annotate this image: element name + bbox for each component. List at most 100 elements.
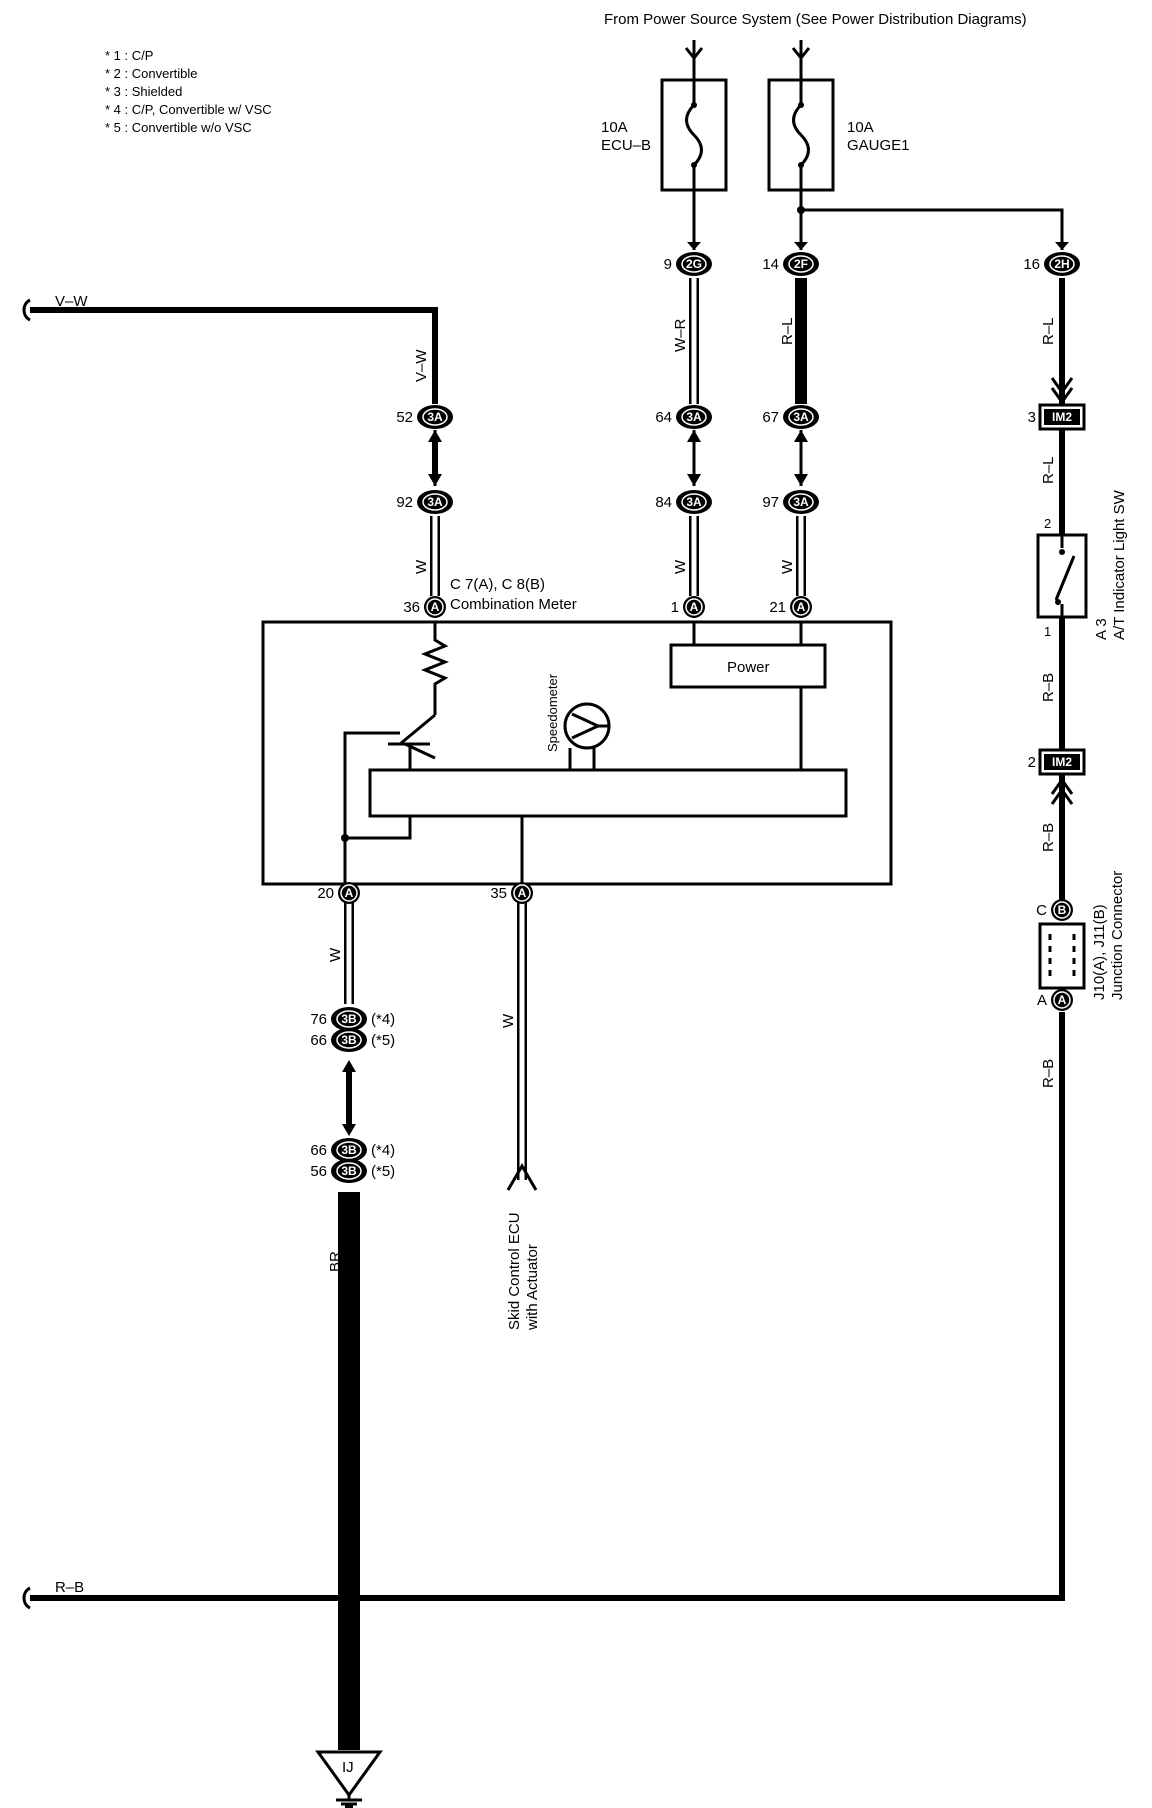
connector-code: A (690, 600, 699, 614)
fuse-ecu-b: 10A ECU–B (601, 78, 728, 192)
connector-pin: 66 (310, 1142, 327, 1159)
connector-code: 2G (686, 257, 702, 271)
connector-pin: 3 (1028, 409, 1036, 426)
wire-label-w-1: W (413, 559, 430, 574)
connector-code: A (797, 600, 806, 614)
connector-pin: 36 (403, 599, 420, 616)
connector-inner (336, 1010, 362, 1028)
connector-inner (1044, 409, 1080, 425)
wire-label-r-b-2: R–B (1040, 823, 1057, 852)
wire-ground-branch (315, 902, 383, 1808)
connector-pin: A (1037, 992, 1047, 1009)
connector-c3b-66b: 3B 66 (*4) (310, 1138, 395, 1162)
connector-im2-2: IM2 2 (1028, 748, 1086, 776)
connector-inner (422, 408, 448, 426)
connector-pin: C (1036, 902, 1047, 919)
connector-code: A (431, 600, 440, 614)
switch-name-label: A/T Indicator Light SW (1111, 489, 1128, 640)
at-indicator-switch: 2 1 A 3 A/T Indicator Light SW (1036, 489, 1128, 640)
connector-code: 3B (341, 1164, 357, 1178)
fuse-gauge1-amp: 10A (847, 119, 874, 136)
connector-pin: 56 (310, 1163, 327, 1180)
connector-pin: 14 (762, 256, 779, 273)
connector-pair-arrows (342, 242, 1069, 1136)
connector-inner (513, 884, 531, 902)
connector-pin: 16 (1023, 256, 1040, 273)
jc-id-label: J10(A), J11(B) (1091, 904, 1108, 1000)
connector-im2-3: IM2 3 (1028, 403, 1086, 431)
connector-code: 3A (686, 410, 702, 424)
notes-legend: * 1 : C/P * 2 : Convertible * 3 : Shield… (105, 48, 272, 135)
skid-ecu-label-1: Skid Control ECU (506, 1212, 523, 1330)
wire-label-w-5: W (500, 1013, 517, 1028)
connector-meter-21: A 21 (769, 596, 812, 618)
power-block-label: Power (727, 659, 770, 676)
connector-inner (788, 493, 814, 511)
wire-label-v-w-left: V–W (55, 293, 88, 310)
connector-inner (681, 493, 707, 511)
speedometer-label: Speedometer (545, 673, 560, 752)
wire-color-labels: V–W V–W W–R R–L R–L R–L W W W W W R–B R–… (55, 293, 1057, 1596)
wire-label-v-w-vert: V–W (413, 349, 430, 382)
power-input-arrows (684, 40, 811, 80)
skid-ecu-label-2: with Actuator (524, 1244, 541, 1331)
connector-code: A (518, 886, 527, 900)
wire-label-w-4: W (327, 947, 344, 962)
wire-label-w-2: W (672, 559, 689, 574)
connector-code: IM2 (1052, 410, 1072, 424)
meter-id-label: C 7(A), C 8(B) (450, 576, 545, 593)
note-4: * 4 : C/P, Convertible w/ VSC (105, 102, 272, 117)
wire-right-branch (22, 278, 1074, 1610)
connector-pin: 66 (310, 1032, 327, 1049)
wire-label-w-3: W (779, 559, 796, 574)
connector-pin: 1 (671, 599, 679, 616)
connector-code: 3B (341, 1143, 357, 1157)
connector-pin: 9 (664, 256, 672, 273)
connector-note: (*4) (371, 1142, 395, 1159)
connector-inner (426, 598, 444, 616)
connector-pin: 84 (655, 494, 672, 511)
connector-inner (681, 255, 707, 273)
connector-pin: 21 (769, 599, 786, 616)
power-source-label: From Power Source System (See Power Dist… (604, 11, 1027, 28)
connector-inner (336, 1031, 362, 1049)
fuse-ecu-b-amp: 10A (601, 119, 628, 136)
connector-meter-35: A35 (490, 882, 533, 904)
connector-pin: 2 (1028, 754, 1036, 771)
switch-pin-bottom: 1 (1044, 624, 1051, 639)
connector-inner (788, 255, 814, 273)
ground-code: IJ (342, 1759, 354, 1776)
connector-pin: 92 (396, 494, 413, 511)
wire-skid-branch: Skid Control ECU with Actuator (506, 902, 541, 1331)
wire-label-r-b-1: R–B (1040, 673, 1057, 702)
switch-id-label: A 3 (1093, 618, 1110, 640)
connector-inner (340, 884, 358, 902)
connector-inner (1049, 255, 1075, 273)
combination-meter: Power Speedometer C 7(A), C 8(B) Combina… (261, 576, 893, 886)
meter-name-label: Combination Meter (450, 596, 577, 613)
note-2: * 2 : Convertible (105, 66, 198, 81)
connector-c3a-84: 3A 84 (655, 490, 712, 514)
connector-c3b-56: 3B 56 (*5) (310, 1159, 395, 1183)
junction-connector: J10(A), J11(B) Junction Connector (1038, 871, 1126, 1000)
connector-inner (422, 493, 448, 511)
fuse-gauge1-name: GAUGE1 (847, 137, 910, 154)
connector-code: 3A (686, 495, 702, 509)
connector-code: 3A (793, 495, 809, 509)
connector-pin: 52 (396, 409, 413, 426)
fuse-gauge1: 10A GAUGE1 (767, 78, 910, 192)
connector-pin: 67 (762, 409, 779, 426)
wire-label-r-b-3: R–B (1040, 1059, 1057, 1088)
connector-meter-36: A 36 (403, 596, 446, 618)
connector-inner (788, 408, 814, 426)
connector-inner (792, 598, 810, 616)
connector-inner (1053, 901, 1071, 919)
connector-code: IM2 (1052, 755, 1072, 769)
connector-note: (*5) (371, 1163, 395, 1180)
